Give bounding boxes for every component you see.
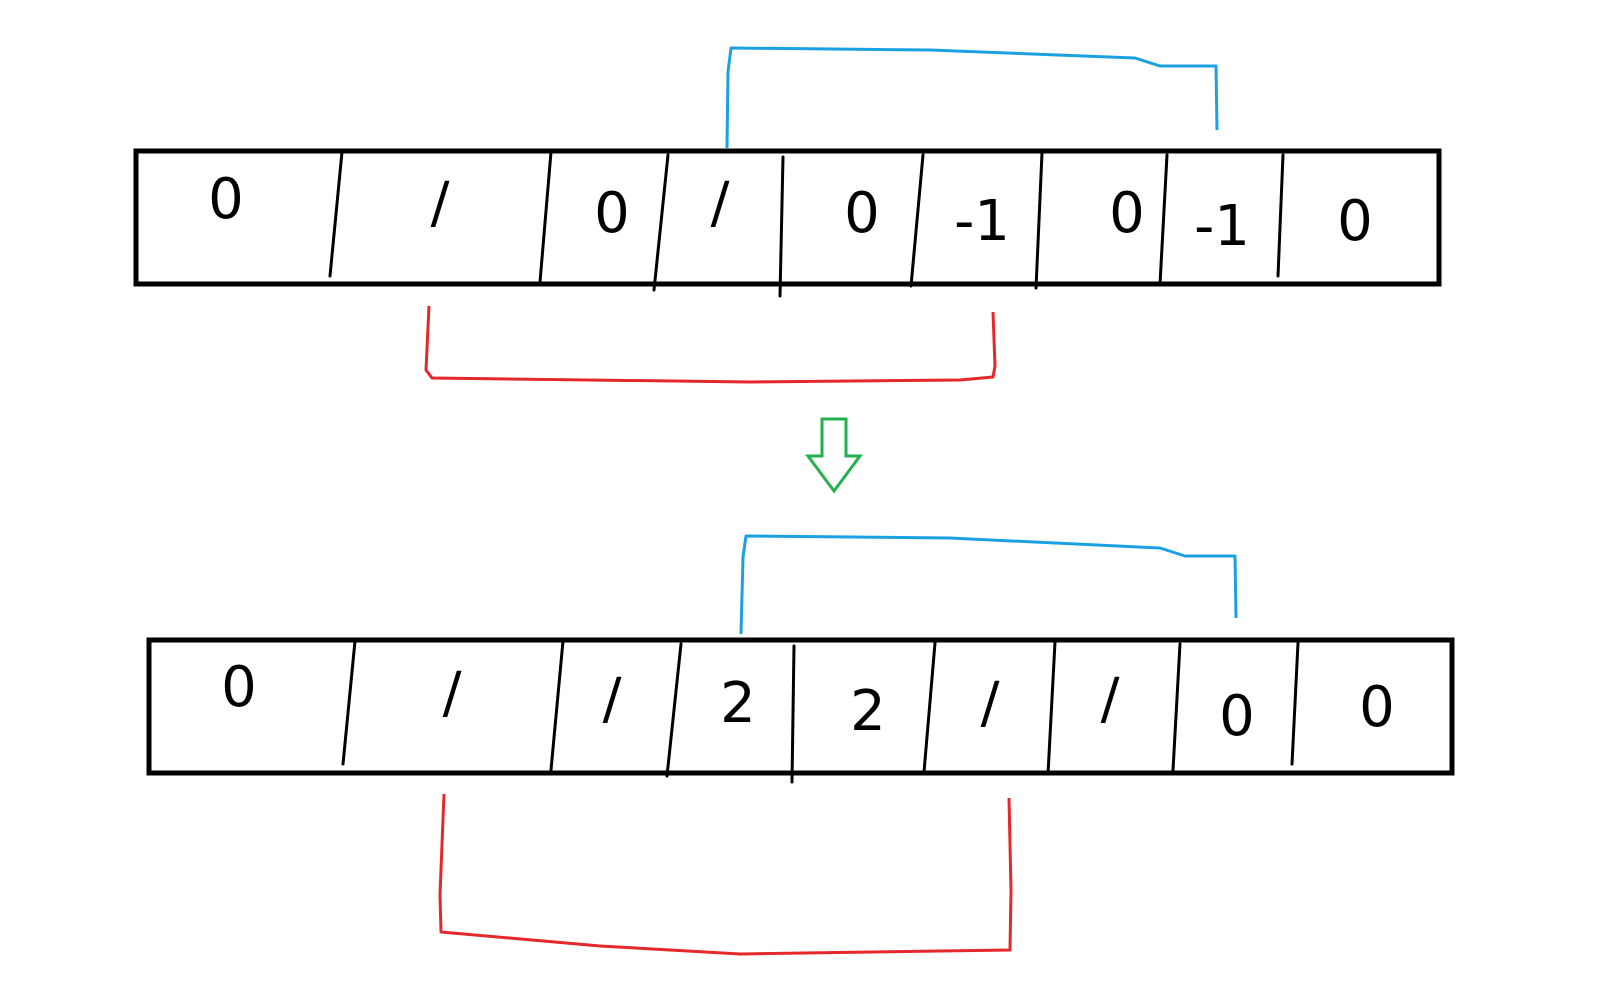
array-before-cell: 0 — [844, 181, 880, 246]
array-before-cell: / — [431, 171, 450, 236]
down-arrow-icon — [805, 417, 863, 494]
array-after: 0 / / 2 2 / / 0 0 — [146, 534, 1455, 956]
array-before-cells: 0 / 0 / 0 -1 0 -1 0 — [208, 167, 1373, 259]
array-before-cell: -1 — [1194, 194, 1250, 259]
array-before-cell: 0 — [1337, 189, 1373, 254]
array-before-cell: 0 — [1109, 181, 1145, 246]
array-after-cell: 2 — [850, 679, 886, 744]
array-before-dividers — [328, 150, 1285, 298]
bottom-bracket-lower — [438, 793, 1013, 956]
array-after-dividers — [341, 639, 1300, 784]
array-after-frame — [146, 637, 1455, 776]
array-after-cell: 0 — [1219, 684, 1255, 749]
array-before-cell: 0 — [594, 181, 630, 246]
top-bracket-upper — [725, 46, 1219, 149]
bottom-bracket-upper — [739, 534, 1238, 635]
array-after-cell: / — [1101, 667, 1120, 732]
array-after-cell: 0 — [221, 655, 257, 720]
array-after-cell: / — [981, 671, 1000, 736]
array-before-frame — [133, 148, 1442, 287]
array-after-cell: / — [603, 667, 622, 732]
array-before-cell: -1 — [954, 189, 1010, 254]
array-before-cell: / — [711, 171, 730, 236]
array-after-cell: / — [443, 661, 462, 726]
top-bracket-lower — [424, 305, 997, 384]
array-after-cell: 2 — [720, 671, 756, 736]
array-after-cell: 0 — [1359, 675, 1395, 740]
array-before-cell: 0 — [208, 167, 244, 232]
array-after-cells: 0 / / 2 2 / / 0 0 — [221, 655, 1395, 749]
array-before: 0 / 0 / 0 -1 0 -1 0 — [133, 46, 1442, 384]
